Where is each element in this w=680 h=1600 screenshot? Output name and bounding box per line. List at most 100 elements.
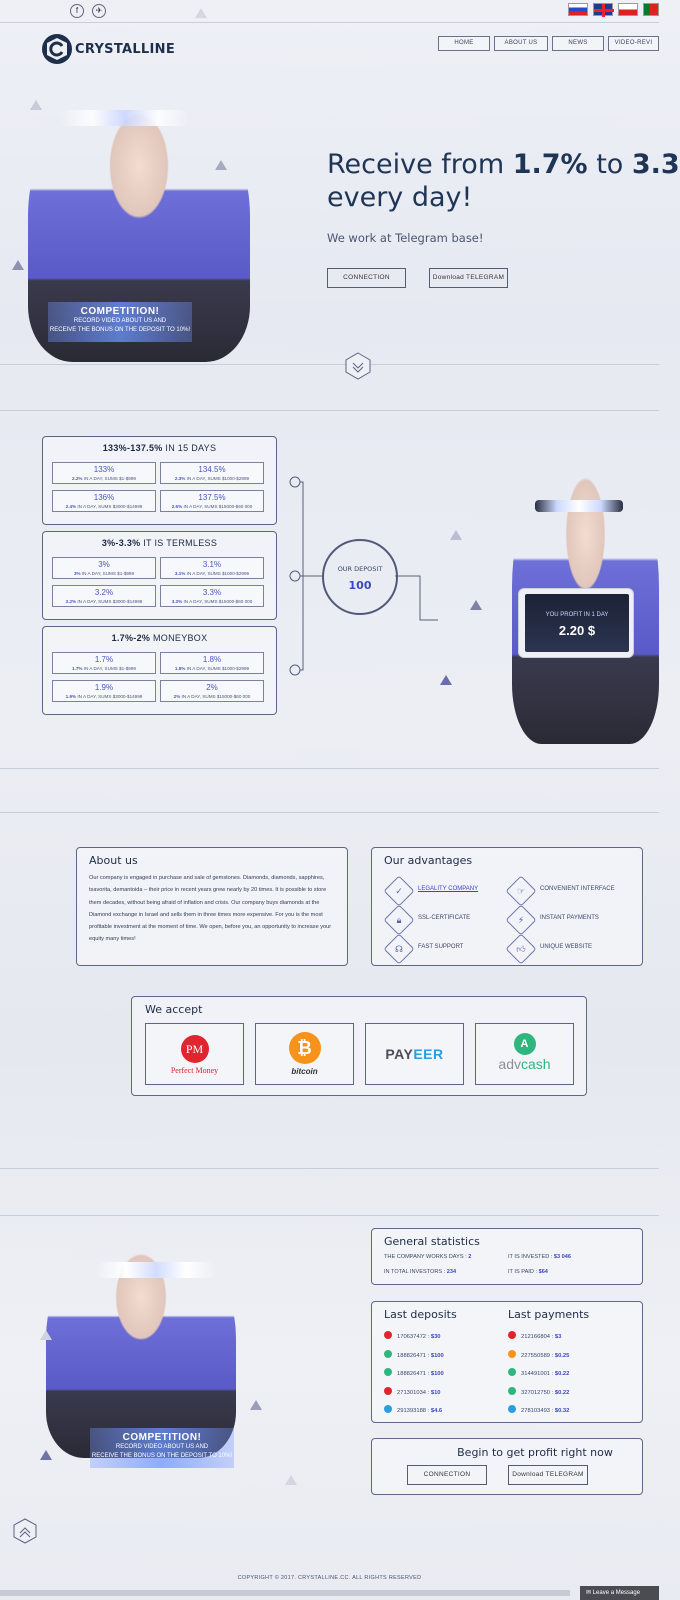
mail-icon: ✉ xyxy=(586,1590,592,1596)
download-telegram-button[interactable]: Download TELEGRAM xyxy=(429,268,508,288)
brand-name: CRYSTALLINE xyxy=(75,42,176,57)
pm-icon: PM xyxy=(180,1035,209,1063)
crystal-shard xyxy=(195,8,207,18)
telegram-icon[interactable]: ✈ xyxy=(92,4,106,18)
stat-days: THE COMPANY WORKS DAYS : 2 xyxy=(384,1254,472,1260)
stat-paid: IT IS PAID : $64 xyxy=(508,1269,548,1275)
cta-panel: Begin to get profit right now CONNECTION… xyxy=(371,1438,643,1495)
connection-button[interactable]: CONNECTION xyxy=(407,1465,487,1485)
nav-about-us[interactable]: ABOUT US xyxy=(494,36,548,51)
chat-label: Leave a Message xyxy=(592,1590,641,1596)
competition-banner[interactable]: COMPETITION! RECORD VIDEO ABOUT US AND R… xyxy=(90,1428,234,1468)
plan-cell: 3%3% IN A DAY, SUMS $1-$999 xyxy=(52,557,156,579)
about-text: Our company is engaged in purchase and s… xyxy=(89,875,332,943)
advcash-icon xyxy=(508,1387,516,1395)
advantage-interface: CONVENIENT INTERFACE xyxy=(540,886,615,892)
payeer-icon xyxy=(384,1405,392,1413)
nav-video-reviews[interactable]: VIDEO-REVI xyxy=(608,36,659,51)
download-telegram-button[interactable]: Download TELEGRAM xyxy=(508,1465,588,1485)
plan-cell: 136%2.4% IN A DAY, SUMS $3000-$14999 xyxy=(52,490,156,512)
plan-title: 1.7%-2% MONEYBOX xyxy=(111,633,208,643)
plan-card: 133%-137.5% IN 15 DAYS 133%2.2% IN A DAY… xyxy=(42,436,277,525)
crystal-shard xyxy=(250,1400,262,1410)
perfect-money-icon xyxy=(384,1331,392,1339)
crystal-shard xyxy=(470,600,482,610)
competition-line2: RECEIVE THE BONUS ON THE DEPOSIT TO 10%! xyxy=(49,327,191,333)
divider-line xyxy=(0,1215,659,1216)
advcash-icon xyxy=(508,1368,516,1376)
advantage-support: FAST SUPPORT xyxy=(418,944,464,950)
deposit-row: 291393188 : $4.6 xyxy=(384,1405,442,1414)
advantage-legality[interactable]: LEGALITY COMPANY xyxy=(418,886,479,892)
advantages-title: Our advantages xyxy=(384,854,473,867)
logo-icon xyxy=(42,34,72,64)
last-payments-title: Last payments xyxy=(508,1308,590,1321)
bottom-bar xyxy=(0,1590,570,1596)
deposit-label: OUR DEPOSIT xyxy=(337,565,383,573)
plan-cell: 2%2% IN A DAY, SUMS $15000-$60 000 xyxy=(160,680,264,702)
deposit-row: 271301034 : $10 xyxy=(384,1387,441,1396)
payeer-logo[interactable]: PAYEER xyxy=(365,1023,464,1085)
lightning-icon: ⚡︎ xyxy=(517,915,525,925)
flag-gb-icon[interactable] xyxy=(593,3,614,17)
plan-cell: 3.2%3.2% IN A DAY, SUMS $3000-$14999 xyxy=(52,585,156,607)
hero-subtitle: We work at Telegram base! xyxy=(327,231,484,245)
scroll-top-icon[interactable] xyxy=(12,1518,38,1544)
advcash-icon xyxy=(384,1350,392,1358)
plan-title: 3%-3.3% IT IS TERMLESS xyxy=(101,538,218,548)
pm-name: Perfect Money xyxy=(170,1066,219,1075)
vr-glasses-glow xyxy=(96,1262,216,1278)
flag-pt-icon[interactable] xyxy=(643,3,659,16)
profit-value: 2.20 $ xyxy=(558,623,596,638)
divider-line xyxy=(0,364,659,365)
advcash-logo[interactable]: A advcash xyxy=(475,1023,574,1085)
nav-news[interactable]: NEWS xyxy=(552,36,604,51)
vr-glasses-glow xyxy=(60,110,190,126)
perfect-money-logo[interactable]: PM Perfect Money xyxy=(145,1023,244,1085)
plan-card: 3%-3.3% IT IS TERMLESS 3%3% IN A DAY, SU… xyxy=(42,531,277,620)
accept-title: We accept xyxy=(145,1003,203,1016)
bitcoin-logo[interactable]: ₿ bitcoin xyxy=(255,1023,354,1085)
deposit-value: 100 xyxy=(348,579,372,592)
thumbs-up-icon: 👍︎ xyxy=(516,944,526,954)
payeer-name: PAYEER xyxy=(385,1046,444,1062)
hero-title: Receive from 1.7% to 3.3 xyxy=(327,149,680,180)
connection-button[interactable]: CONNECTION xyxy=(327,268,406,288)
facebook-icon[interactable]: f xyxy=(70,4,84,18)
advantages-panel: Our advantages ✓ LEGALITY COMPANY ☞ CONV… xyxy=(371,847,643,966)
payment-row: 212166804 : $3 xyxy=(508,1331,561,1340)
payeer-icon xyxy=(508,1405,516,1413)
advcash-icon xyxy=(384,1368,392,1376)
divider-line xyxy=(0,812,659,813)
plan-cell: 134.5%2.3% IN A DAY, SUMS $1000-$2999 xyxy=(160,462,264,484)
logo[interactable] xyxy=(41,33,73,65)
flag-pl-icon[interactable] xyxy=(618,3,638,16)
about-title: About us xyxy=(89,854,138,867)
competition-banner[interactable]: COMPETITION! RECORD VIDEO ABOUT US AND R… xyxy=(48,302,192,342)
plan-cell: 3.1%3.1% IN A DAY, SUMS $1000-$2999 xyxy=(160,557,264,579)
bitcoin-icon xyxy=(508,1350,516,1358)
about-panel: About us Our company is engaged in purch… xyxy=(76,847,348,966)
competition-title: COMPETITION! xyxy=(80,306,160,317)
competition-line2: RECEIVE THE BONUS ON THE DEPOSIT TO 10%! xyxy=(91,1453,233,1459)
crystal-shard xyxy=(450,530,462,540)
tablet-screen: YOU PROFIT IN 1 DAY 2.20 $ xyxy=(525,594,629,652)
lock-icon: 🔒︎ xyxy=(396,915,402,925)
payment-row: 314491001 : $0.22 xyxy=(508,1368,569,1377)
divider-line xyxy=(0,768,659,769)
plan-cell: 1.9%1.9% IN A DAY, SUMS $3000-$14999 xyxy=(52,680,156,702)
crystal-shard xyxy=(40,1450,52,1460)
flag-ru-icon[interactable] xyxy=(568,3,588,16)
scroll-down-icon[interactable] xyxy=(344,352,372,380)
chat-widget[interactable]: ✉ Leave a Message xyxy=(580,1586,659,1600)
stat-investors: IN TOTAL INVESTORS : 234 xyxy=(384,1269,457,1275)
advcash-icon: A xyxy=(513,1033,536,1055)
deposit-row: 188826471 : $100 xyxy=(384,1368,444,1377)
copyright: COPYRIGHT © 2017. CRYSTALLINE.CC. ALL RI… xyxy=(237,1575,422,1581)
nav-home[interactable]: HOME xyxy=(438,36,490,51)
last-deposits-title: Last deposits xyxy=(384,1308,457,1321)
crystal-shard xyxy=(215,160,227,170)
crystal-shard xyxy=(40,1330,52,1340)
competition-title: COMPETITION! xyxy=(122,1432,202,1443)
plan-cell: 133%2.2% IN A DAY, SUMS $1-$999 xyxy=(52,462,156,484)
